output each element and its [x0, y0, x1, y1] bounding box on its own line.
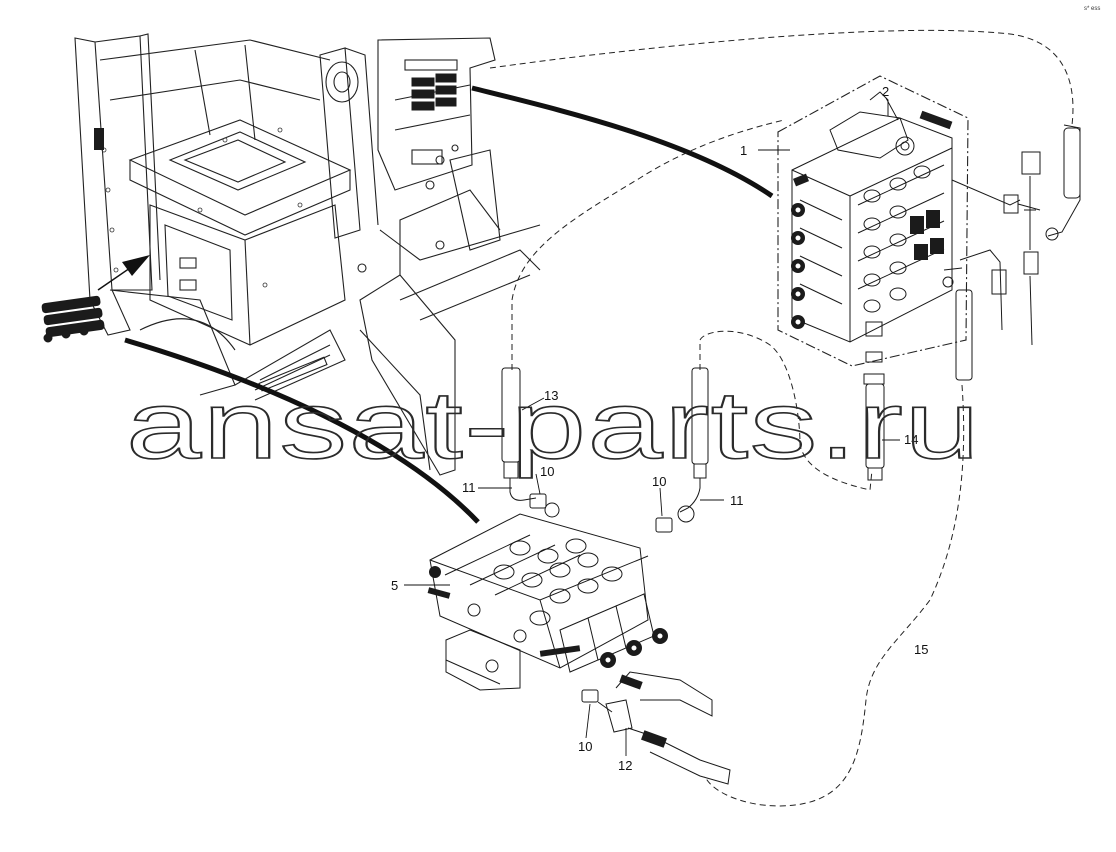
callout-1: 1	[740, 143, 747, 158]
callout-10-lower: 10	[578, 739, 592, 754]
callout-2: 2	[882, 84, 889, 99]
upper-solenoid-stack	[411, 73, 457, 111]
callout-14: 14	[904, 432, 918, 447]
callout-15: 15	[914, 642, 928, 657]
valve-bank-main	[777, 75, 969, 385]
detached-valve-icon	[41, 295, 105, 343]
pillar-clip	[94, 128, 104, 150]
hose-routes	[489, 29, 1074, 807]
callout-13: 13	[544, 388, 558, 403]
corner-code: s* ess	[1084, 6, 1100, 12]
cab-frame	[74, 33, 541, 476]
leader-lower	[124, 337, 480, 524]
callout-leaders	[404, 97, 900, 756]
callout-10-upper: 10	[540, 464, 554, 479]
callout-11-left: 11	[462, 480, 476, 495]
watermark-text: ansat-parts.ru	[126, 372, 981, 479]
callout-5: 5	[391, 578, 398, 593]
hose-assemblies	[501, 367, 885, 533]
callout-10-middle: 10	[652, 474, 666, 489]
callout-12: 12	[618, 758, 632, 773]
callout-11-right: 11	[730, 493, 744, 508]
location-arrow-icon	[97, 255, 150, 291]
valve-bank-lower	[427, 513, 731, 785]
right-fittings	[942, 124, 1081, 381]
leader-upper	[471, 85, 774, 199]
frame-holes	[101, 127, 303, 288]
